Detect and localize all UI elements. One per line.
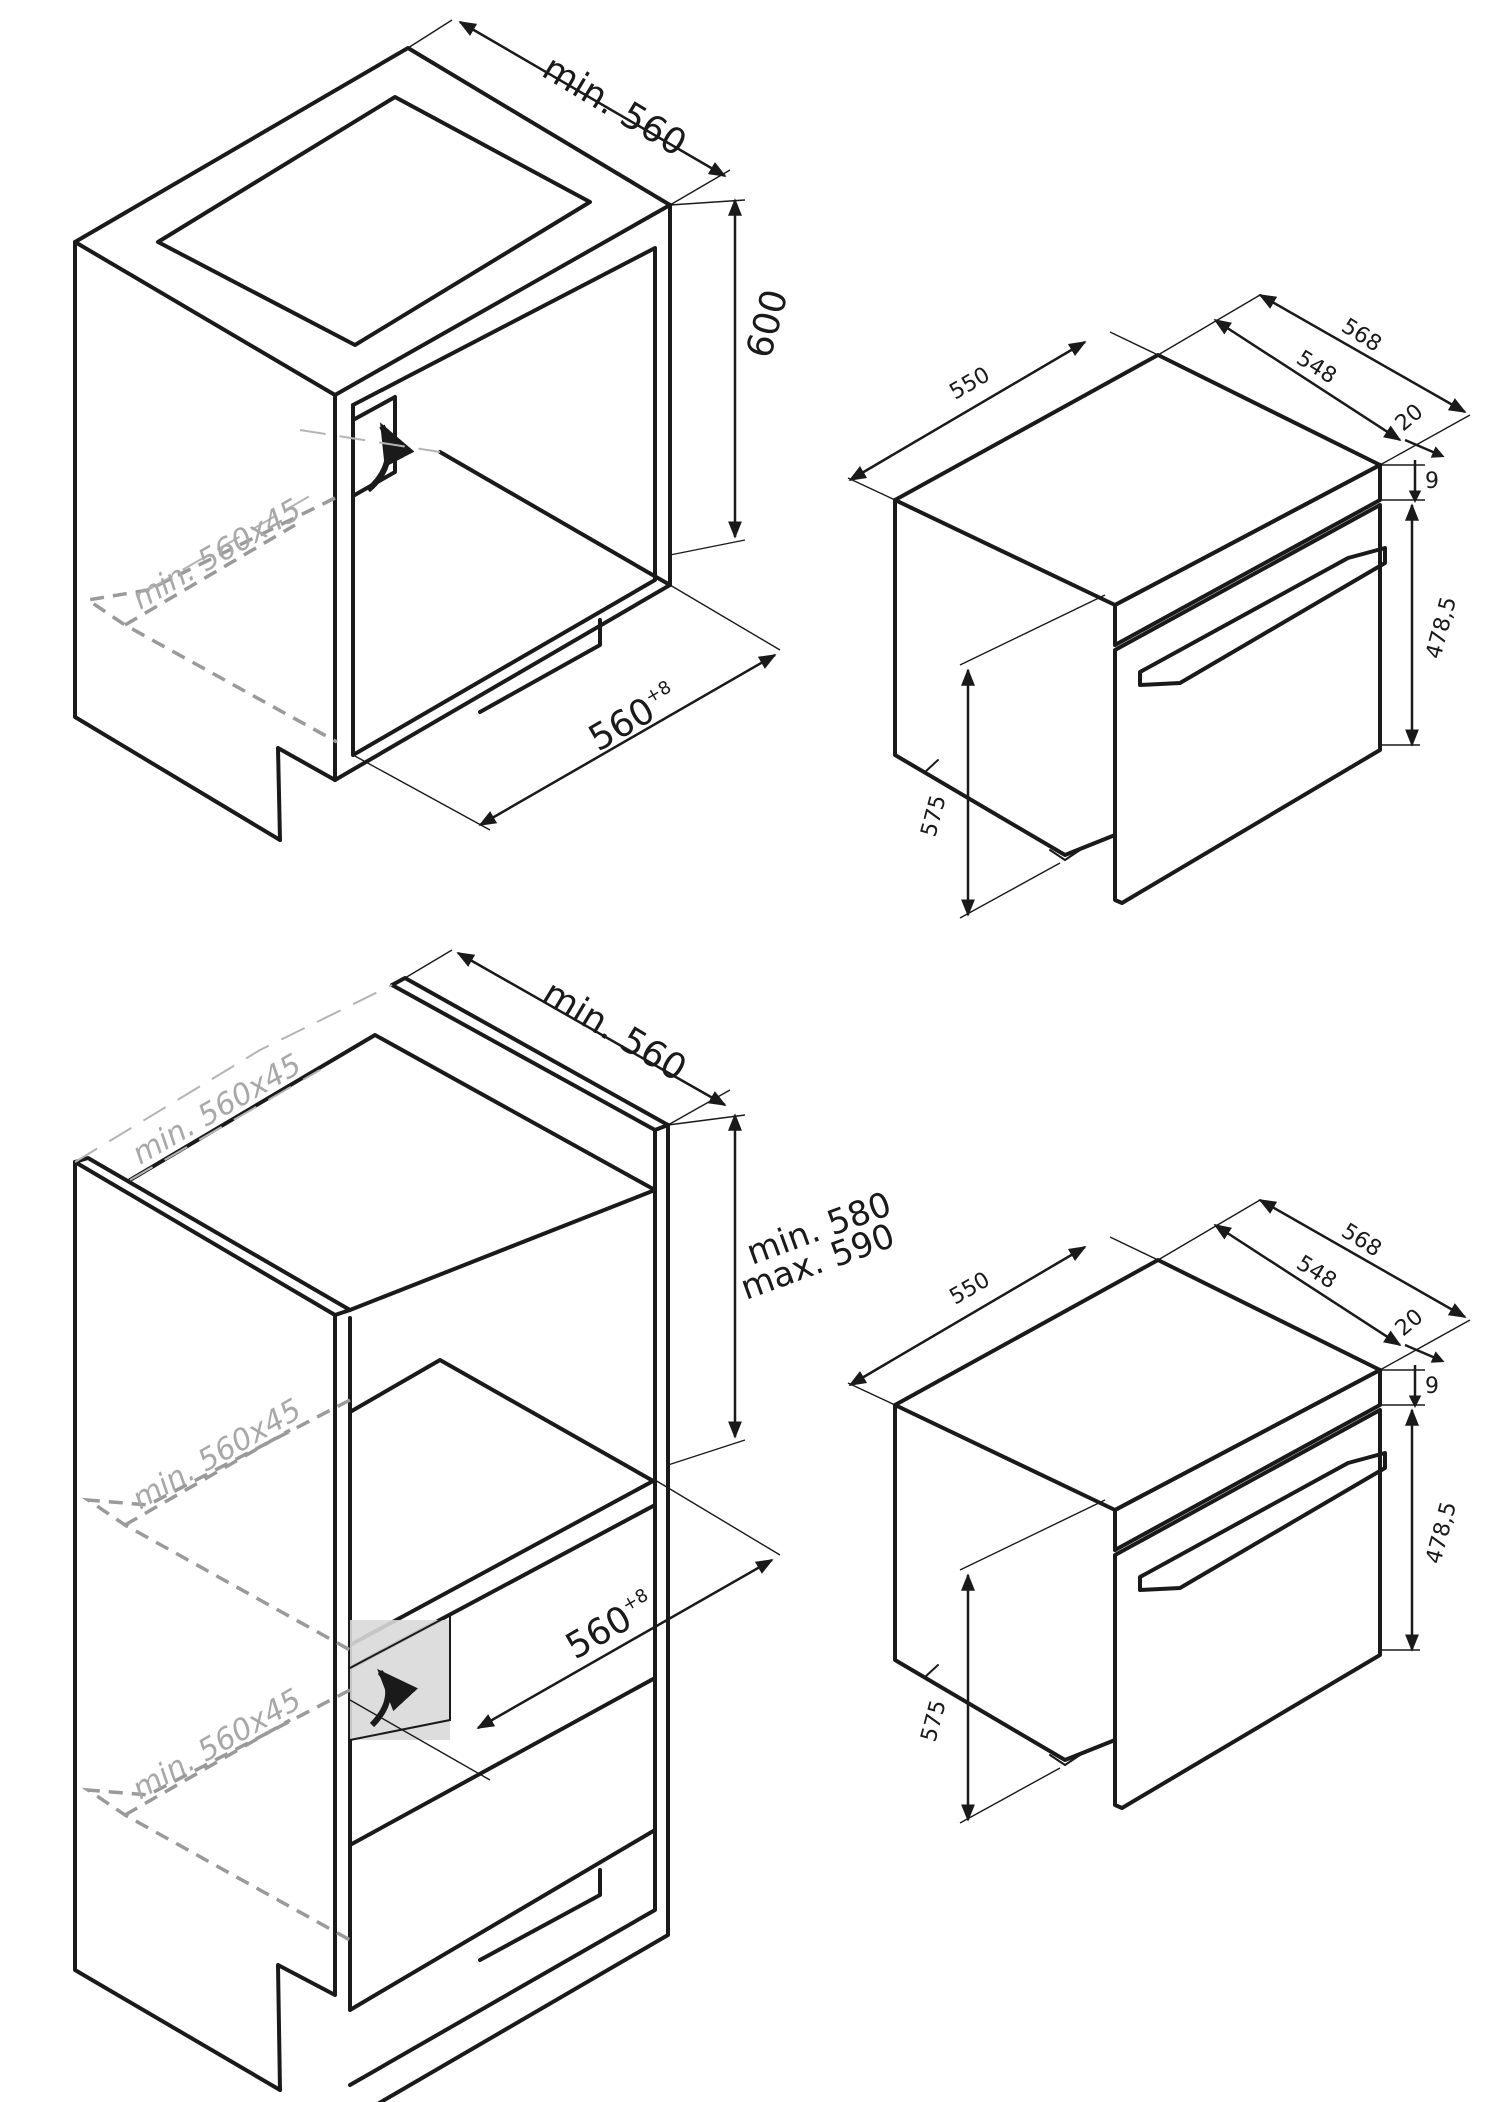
label-front-height: 478,5: [1422, 594, 1462, 661]
tall-unit-dimensions: min. 560 min. 580 max. 590 560+8 min. 56…: [127, 949, 900, 1807]
label-vent-top: min. 560x45: [127, 1047, 308, 1172]
label-oven2-body-depth: 548: [1292, 1251, 1341, 1294]
label-vent-bottom: min. 560x45: [127, 1682, 308, 1807]
label-oven2-total-depth: 568: [1337, 1219, 1386, 1262]
label-ventilation: min. 560x45: [127, 492, 308, 617]
label-oven-body-depth: 548: [1292, 346, 1341, 389]
label-vent-mid: min. 560x45: [127, 1392, 308, 1517]
label-body-height: 575: [917, 793, 952, 840]
label-oven-total-depth: 568: [1337, 314, 1386, 357]
airflow-arrow-icon: [365, 422, 415, 493]
airflow-arrow-icon: [369, 1668, 418, 1728]
oven-bottom-dimensions: 550 568 548 20 9 478,5 575: [847, 1198, 1471, 1824]
under-counter-cabinet: [73, 46, 672, 842]
label-oven2-front-height: 478,5: [1422, 1499, 1462, 1566]
label-width: min. 560: [535, 48, 693, 165]
label-front-thickness: 20: [1391, 399, 1429, 436]
oven-top-dimensions: 550 568 548 20 9 478,5 575: [847, 293, 1471, 919]
label-tall-depth: 560+8: [559, 1585, 662, 1668]
label-oven2-gap: 9: [1425, 1374, 1439, 1399]
label-oven2-body-height: 575: [917, 1698, 952, 1745]
label-gap: 9: [1425, 469, 1439, 494]
label-oven2-front-thickness: 20: [1391, 1304, 1429, 1341]
label-depth: 560+8: [582, 677, 685, 760]
label-height: 600: [739, 285, 796, 362]
label-tall-width: min. 560: [535, 973, 693, 1090]
